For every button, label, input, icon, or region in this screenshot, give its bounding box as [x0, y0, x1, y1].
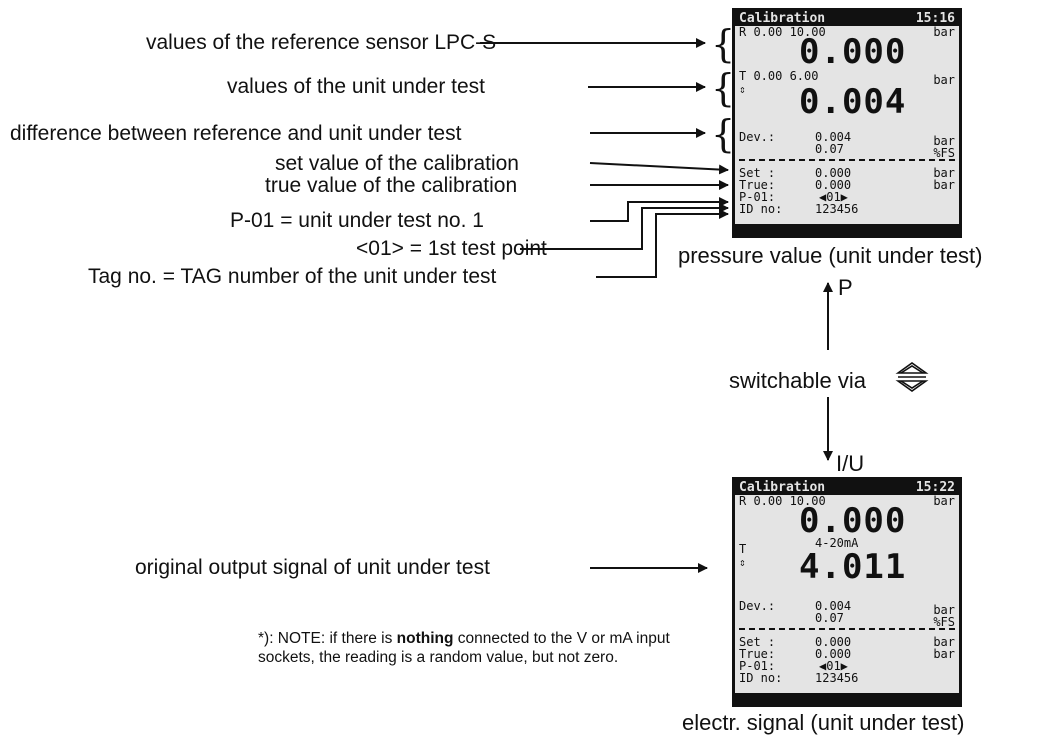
p-val: ◀01▶ [819, 190, 848, 204]
r-row: R 0.00 10.00 [739, 494, 826, 508]
brace-ref: { [711, 22, 735, 66]
divider [739, 628, 955, 630]
caption-electr: electr. signal (unit under test) [682, 710, 965, 735]
dev-val2: 0.07 [815, 142, 844, 156]
label-set-value: set value of the calibration [275, 152, 519, 175]
true-val: 0.000 [815, 647, 852, 661]
label-test-point: <01> = 1st test point [356, 237, 547, 260]
dev-label: Dev.: [739, 130, 776, 144]
label-p01: P-01 = unit under test no. 1 [230, 209, 484, 232]
range-label: 4-20mA [815, 536, 859, 550]
dev-fs: %FS [933, 146, 955, 160]
set-label: Set : [739, 166, 776, 180]
lcd-screen-pressure: Calibration 15:16 R 0.00 10.00 bar 0.000… [732, 8, 962, 238]
uut-value: 4.011 [799, 547, 907, 587]
brace-dev: { [711, 112, 735, 156]
title-bar: Calibration 15:16 [735, 11, 959, 26]
dev-unit: bar [933, 134, 955, 148]
label-difference: difference between reference and unit un… [10, 122, 462, 145]
t-row: T 0.00 6.00 [739, 69, 819, 83]
true-label: True: [739, 178, 776, 192]
id-label: ID no: [739, 202, 783, 216]
screen-title: Calibration [739, 11, 826, 26]
divider [739, 159, 955, 161]
p-label: P-01: [739, 659, 776, 673]
r-row: R 0.00 10.00 [739, 25, 826, 39]
lcd-screen-electrical: Calibration 15:22 R 0.00 10.00 bar 0.000… [732, 477, 962, 707]
screen-time: 15:22 [915, 480, 955, 495]
t-unit: bar [933, 73, 955, 87]
dev-label: Dev.: [739, 599, 776, 613]
updown-icon: ⇕ [739, 556, 746, 569]
updown-icon: ⇕ [739, 83, 746, 96]
arrow-test-point [520, 203, 729, 250]
label-uut-values: values of the unit under test [227, 75, 485, 98]
set-val: 0.000 [815, 166, 852, 180]
arrow-p01 [590, 197, 729, 222]
dev-val1: 0.004 [815, 599, 852, 613]
screen-title: Calibration [739, 480, 826, 495]
arrow-set-value [589, 162, 729, 175]
p-label: P-01: [739, 190, 776, 204]
caption-switchable: switchable via [729, 368, 866, 393]
bottom-bar [735, 693, 959, 704]
true-unit: bar [933, 178, 955, 192]
id-val: 123456 [815, 202, 859, 216]
r-unit: bar [933, 494, 955, 508]
ref-value: 0.000 [799, 32, 907, 72]
ref-value: 0.000 [799, 501, 907, 541]
p-val: ◀01▶ [819, 659, 848, 673]
mark-iu: I/U [836, 451, 865, 476]
set-unit: bar [933, 166, 955, 180]
id-val: 123456 [815, 671, 859, 685]
true-unit: bar [933, 647, 955, 661]
t-row: T [739, 542, 747, 556]
uut-value: 0.004 [799, 82, 907, 122]
arrow-tag-no [596, 209, 729, 278]
dev-val2: 0.07 [815, 611, 844, 625]
set-val: 0.000 [815, 635, 852, 649]
dev-fs: %FS [933, 615, 955, 629]
id-label: ID no: [739, 671, 783, 685]
brace-uut: { [711, 66, 735, 110]
true-val: 0.000 [815, 178, 852, 192]
title-bar: Calibration 15:22 [735, 480, 959, 495]
set-unit: bar [933, 635, 955, 649]
r-unit: bar [933, 25, 955, 39]
dev-unit: bar [933, 603, 955, 617]
label-ref-sensor: values of the reference sensor LPC-S [146, 31, 497, 54]
set-label: Set : [739, 635, 776, 649]
label-original-output: original output signal of unit under tes… [135, 556, 490, 579]
up-down-toggle-icon [895, 362, 929, 392]
label-tag-no: Tag no. = TAG number of the unit under t… [88, 265, 497, 288]
mark-p: P [838, 275, 853, 300]
label-true-value: true value of the calibration [265, 174, 518, 197]
screen-time: 15:16 [915, 11, 955, 26]
note-text: *): NOTE: if there is nothing connected … [258, 630, 670, 666]
dev-val1: 0.004 [815, 130, 852, 144]
true-label: True: [739, 647, 776, 661]
bottom-bar [735, 224, 959, 235]
caption-pressure: pressure value (unit under test) [678, 243, 983, 268]
